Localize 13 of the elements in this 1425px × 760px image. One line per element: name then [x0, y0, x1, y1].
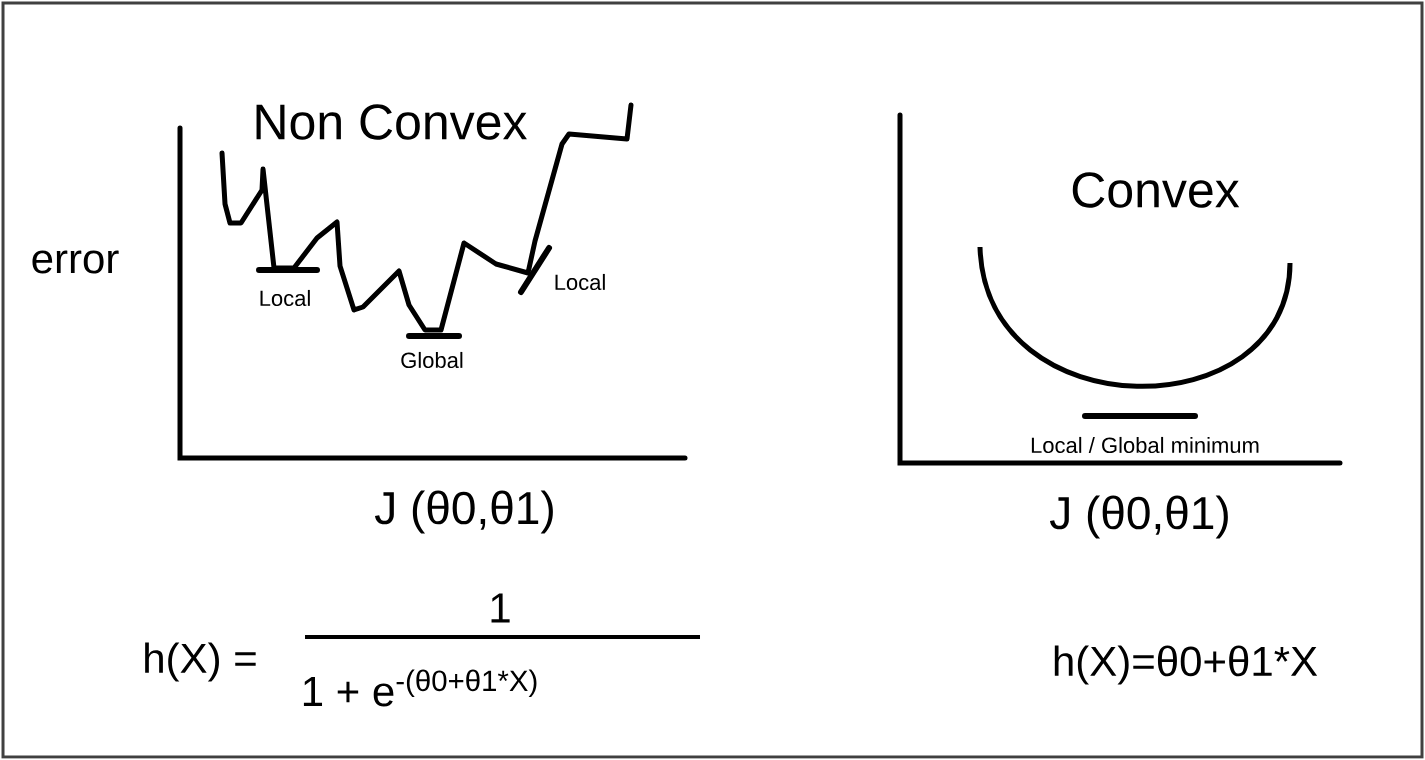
axis-label: J (θ0,θ1) — [374, 490, 553, 534]
point-label: Local / Global minimum — [1031, 436, 1259, 454]
formula-denominator: 1 + e$^{-(θ0+θ1*X)}$ — [303, 669, 537, 707]
axis-label: error — [32, 250, 119, 274]
plot-title: Convex — [1072, 172, 1240, 208]
axis-label: J (θ0,θ1) — [1049, 495, 1228, 539]
point-label: Local — [555, 273, 605, 291]
plot-title: Non Convex — [256, 104, 527, 140]
formula-numerator: 1 — [491, 593, 510, 623]
point-label: Local — [260, 289, 310, 307]
formula: h(X) = — [145, 642, 256, 682]
point-label: Global — [401, 351, 463, 369]
formula: h(X)=θ0+θ1*X — [1054, 645, 1318, 685]
